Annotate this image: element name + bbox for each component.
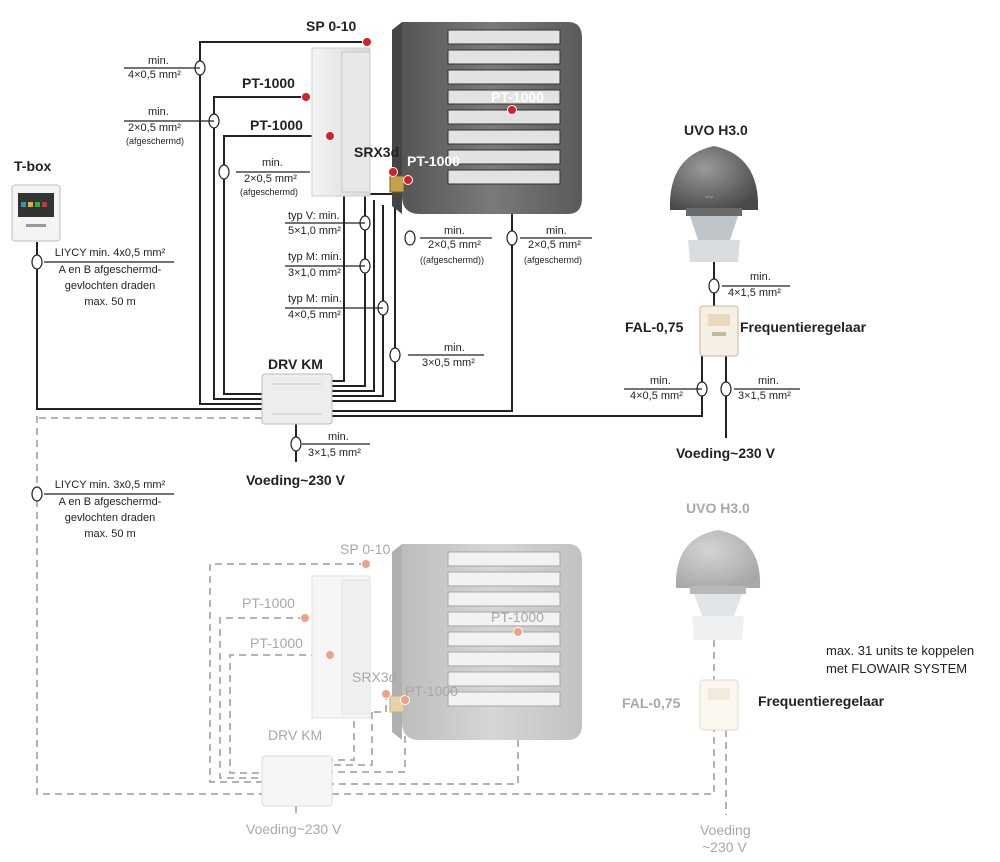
freq-label: Frequentieregelaar <box>740 319 867 335</box>
faded-fal-power-1: Voeding <box>700 822 751 838</box>
sensor-dot-pt4 <box>507 105 517 115</box>
cable13-bottom: 3×1,5 mm² <box>738 390 791 402</box>
faded-label-pt2: PT-1000 <box>250 635 303 651</box>
uvo-label: UVO H3.0 <box>684 122 748 138</box>
drv-label: DRV KM <box>268 356 323 372</box>
cable8-note: (afgeschermd) <box>524 255 583 265</box>
cable12-top: min. <box>650 375 671 387</box>
faded-label-pt1: PT-1000 <box>242 595 295 611</box>
faded-fal-power-2: ~230 V <box>702 839 747 855</box>
sensor-dot-pt2 <box>325 131 335 141</box>
cable6-bottom: 4×0,5 mm² <box>288 309 341 321</box>
cable2-bottom: 2×0,5 mm² <box>128 122 181 134</box>
sensor-dot-pt2-faded <box>325 650 335 660</box>
cable3-bottom: 2×0,5 mm² <box>244 173 297 185</box>
cable5-bottom: 3×1,0 mm² <box>288 267 341 279</box>
fal-power-label: Voeding~230 V <box>676 445 775 461</box>
label-sp-010: SP 0-10 <box>306 18 357 34</box>
label-srx3d: SRX3d <box>354 144 400 160</box>
cable4-top: typ V: min. <box>288 210 340 222</box>
faded-label-srx: SRX3d <box>352 669 397 685</box>
cable9-top: min. <box>444 342 465 354</box>
sensor-dot-pt1-faded <box>300 613 310 623</box>
sensor-dot-pt1 <box>301 92 311 102</box>
tbox-cable-line2: A en B afgeschermd- <box>58 264 162 276</box>
heater-unit <box>311 22 582 214</box>
bottom-wires <box>36 416 727 818</box>
label-pt1000-3: PT-1000 <box>407 153 460 169</box>
faded-label-sp: SP 0-10 <box>340 541 391 557</box>
cable7-note: ((afgeschermd)) <box>420 255 485 265</box>
units-note-line2: met FLOWAIR SYSTEM <box>826 661 968 676</box>
cable1-top: min. <box>148 55 169 67</box>
tbox-device <box>11 184 61 242</box>
cable13-top: min. <box>758 375 779 387</box>
top-label-lines <box>44 67 800 445</box>
link-cable-line3: gevlochten draden <box>64 512 156 524</box>
bottom-link-mark <box>31 486 174 502</box>
tbox-cable-line4: max. 50 m <box>84 296 136 308</box>
top-wires <box>36 41 727 462</box>
cable10-bottom: 3×1,5 mm² <box>308 447 361 459</box>
sensor-dot-pt4-faded <box>513 627 523 637</box>
cable9-bottom: 3×0,5 mm² <box>422 357 475 369</box>
top-cable-marks <box>31 60 732 452</box>
faded-uvo-label: UVO H3.0 <box>686 500 750 516</box>
uvo-unit-faded <box>675 530 761 640</box>
bottom-freq-label: Frequentieregelaar <box>758 693 885 709</box>
link-cable-line4: max. 50 m <box>84 528 136 540</box>
drv-km-box <box>261 373 333 425</box>
faded-fal-label: FAL-0,75 <box>622 695 681 711</box>
drv-power-label: Voeding~230 V <box>246 472 345 488</box>
faded-drv-label: DRV KM <box>268 727 323 743</box>
fal-device-faded <box>699 679 739 731</box>
cable4-bottom: 5×1,0 mm² <box>288 225 341 237</box>
faded-drv-power: Voeding~230 V <box>246 821 342 837</box>
cable3-note: (afgeschermd) <box>240 187 299 197</box>
cable11-top: min. <box>750 271 771 283</box>
cable10-top: min. <box>328 431 349 443</box>
sensor-dot-pt3-faded <box>400 695 410 705</box>
label-pt1000-2: PT-1000 <box>250 117 303 133</box>
cable6-top: typ M: min. <box>288 293 342 305</box>
faded-label-pt4: PT-1000 <box>491 609 544 625</box>
sensor-dot-sp-faded <box>361 559 371 569</box>
heater-unit-faded <box>311 544 582 740</box>
cable1-bottom: 4×0,5 mm² <box>128 69 181 81</box>
sensor-dot-pt3 <box>403 175 413 185</box>
cable7-bottom: 2×0,5 mm² <box>428 239 481 251</box>
uvo-unit: 〰 <box>669 146 759 262</box>
link-cable-line1: LIYCY min. 3x0,5 mm² <box>54 479 166 491</box>
cable3-top: min. <box>262 157 283 169</box>
cable2-note: (afgeschermd) <box>126 136 185 146</box>
fal-label: FAL-0,75 <box>625 319 684 335</box>
sensor-dot-sp <box>362 37 372 47</box>
sensor-dot-srx <box>388 167 398 177</box>
cable12-bottom: 4×0,5 mm² <box>630 390 683 402</box>
sensor-dot-srx-faded <box>381 689 391 699</box>
cable7-top: min. <box>444 225 465 237</box>
cable5-top: typ M: min. <box>288 251 342 263</box>
tbox-label: T-box <box>14 158 52 174</box>
faded-label-pt3: PT-1000 <box>405 683 458 699</box>
drv-km-box-faded <box>261 755 333 807</box>
svg-text:〰: 〰 <box>705 193 713 202</box>
cable8-bottom: 2×0,5 mm² <box>528 239 581 251</box>
tbox-cable-line3: gevlochten draden <box>64 280 156 292</box>
units-note-line1: max. 31 units te koppelen <box>826 643 975 658</box>
fal-device <box>699 305 739 357</box>
label-pt1000-4: PT-1000 <box>491 89 544 105</box>
label-pt1000-1: PT-1000 <box>242 75 295 91</box>
cable2-top: min. <box>148 106 169 118</box>
cable11-bottom: 4×1,5 mm² <box>728 287 781 299</box>
link-cable-line2: A en B afgeschermd- <box>58 496 162 508</box>
cable8-top: min. <box>546 225 567 237</box>
tbox-cable-line1: LIYCY min. 4x0,5 mm² <box>54 247 166 259</box>
